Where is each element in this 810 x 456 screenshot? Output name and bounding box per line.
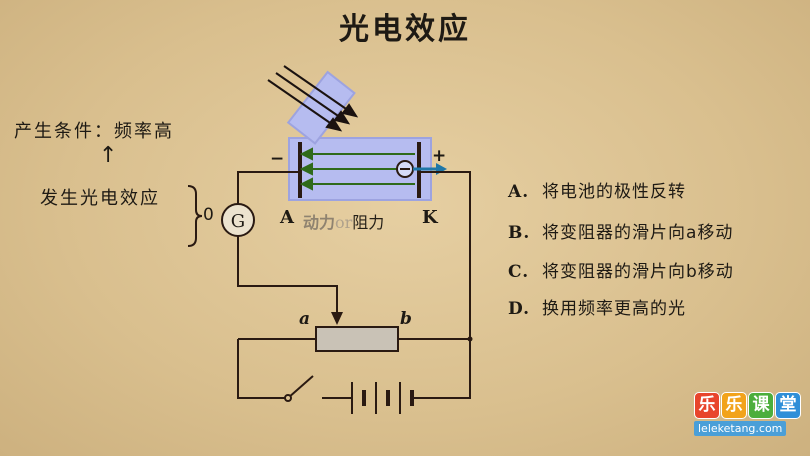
electrode-k-label: K [422, 207, 438, 228]
force-label-dongli: 动力 [303, 213, 336, 232]
condition-label: 产生条件：频率高 [14, 121, 174, 142]
plus-sign: + [432, 146, 447, 166]
logo-badge: 乐 乐 课 堂 [694, 392, 801, 419]
option-a-letter: A. [508, 182, 530, 202]
logo-char-2: 乐 [721, 392, 747, 419]
force-label: 动力or阻力 [303, 209, 384, 233]
option-b[interactable]: B. 将变阻器的滑片向a移动 [508, 218, 733, 243]
junction-dot [467, 336, 473, 342]
light-rays [267, 65, 359, 132]
up-arrow-icon: ↑ [99, 143, 118, 168]
option-a-text: 将电池的极性反转 [542, 182, 686, 202]
electron-icon [396, 160, 447, 178]
logo-char-4: 堂 [775, 392, 801, 419]
option-c-text: 将变阻器的滑片向b移动 [542, 262, 734, 282]
galvanometer-label: G [231, 211, 245, 232]
force-label-or: or [335, 213, 353, 232]
rheostat-end-b-label: b [400, 309, 412, 329]
happen-label: 发生光电效应 [40, 188, 160, 209]
galvanometer-zero-label: 0 [203, 205, 214, 225]
force-label-zuli: 阻力 [352, 213, 385, 232]
battery-icon [351, 382, 420, 414]
option-c-letter: C. [508, 262, 530, 282]
option-a[interactable]: A. 将电池的极性反转 [508, 177, 686, 202]
electrode-a-label: A [280, 207, 294, 228]
brace-shape [187, 185, 203, 247]
logo-url: leleketang.com [694, 421, 787, 436]
slider-arrow-icon [331, 312, 343, 325]
rheostat-end-a-label: a [299, 309, 311, 329]
minus-sign: − [270, 149, 285, 169]
option-d-letter: D. [508, 299, 531, 319]
wires [237, 171, 471, 399]
option-d[interactable]: D. 换用频率更高的光 [508, 294, 686, 319]
option-b-letter: B. [508, 223, 531, 243]
galvanometer: G [221, 203, 255, 237]
page-title: 光电效应 [339, 12, 471, 47]
brand-logo: 乐 乐 课 堂 leleketang.com [694, 392, 801, 440]
switch-contact [284, 394, 292, 402]
option-d-text: 换用频率更高的光 [542, 299, 686, 319]
rheostat [315, 326, 399, 352]
option-c[interactable]: C. 将变阻器的滑片向b移动 [508, 257, 734, 282]
logo-char-1: 乐 [694, 392, 720, 419]
logo-char-3: 课 [748, 392, 774, 419]
option-b-text: 将变阻器的滑片向a移动 [542, 223, 734, 243]
